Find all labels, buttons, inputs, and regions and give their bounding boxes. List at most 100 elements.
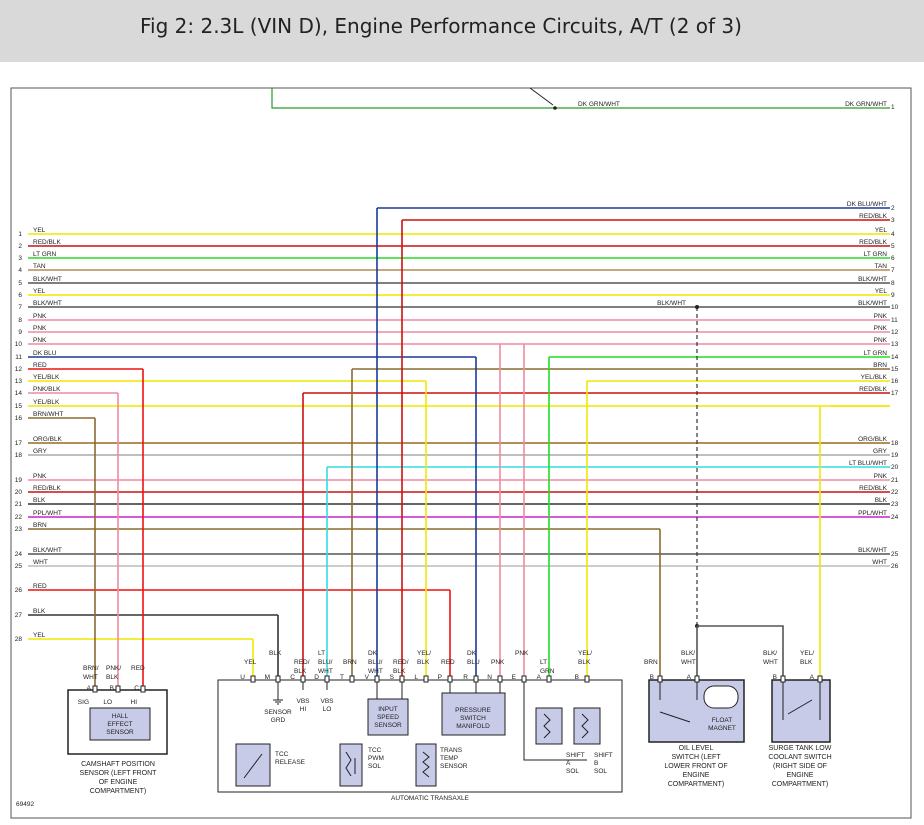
pin-letter: C — [290, 674, 295, 681]
pin-number: 2 — [891, 205, 895, 212]
wire-label: TAN — [874, 263, 887, 270]
pin-label: SIG — [78, 699, 89, 706]
component-caption: ENGINE — [787, 772, 814, 779]
wire-label: BLU/ — [318, 659, 333, 666]
wire-label: YEL — [875, 227, 888, 234]
pin-number: 23 — [891, 501, 899, 508]
pin-number: 15 — [15, 403, 23, 410]
component-caption: LOWER FRONT OF — [664, 763, 727, 770]
wire-label: YEL/ — [578, 650, 592, 657]
wire-label: PNK — [874, 337, 888, 344]
pin-number: 28 — [15, 636, 23, 643]
pin-number: 16 — [15, 415, 23, 422]
component-caption: COMPARTMENT) — [772, 781, 829, 788]
pin-number: 21 — [15, 501, 23, 508]
component-layer: HALLEFFECTSENSORSIGABRN/WHTLOBPNK/BLKHIC… — [16, 650, 832, 808]
wire-label: WHT — [681, 659, 696, 666]
wire-label: BRN/WHT — [33, 411, 63, 418]
wire-label: PNK/ — [106, 665, 121, 672]
wire-label: BRN — [33, 522, 47, 529]
component-caption: OF ENGINE — [99, 779, 138, 786]
pin-letter: E — [512, 674, 517, 681]
component-label: MANIFOLD — [456, 723, 490, 730]
wire-label: DK BLU — [33, 350, 57, 357]
wire-label: YEL/ — [417, 650, 431, 657]
wire-label: WHT — [872, 559, 887, 566]
wire-label: BLK — [578, 659, 591, 666]
component-label: SENSOR — [374, 722, 402, 729]
tcc-pwm-solenoid — [339, 743, 363, 787]
wire-label: WHT — [368, 668, 383, 675]
pin-number: 4 — [891, 231, 895, 238]
float-magnet — [703, 685, 739, 709]
wire-label: PNK — [33, 325, 47, 332]
shift-a-solenoid — [535, 707, 563, 745]
component-label: TCC — [368, 747, 382, 754]
wire-label: DK — [467, 650, 477, 657]
wire-top — [271, 88, 890, 109]
switch-arm — [529, 87, 554, 106]
component-label: LO — [323, 706, 332, 713]
component-caption: SENSOR (LEFT FRONT — [80, 770, 158, 777]
coil — [345, 751, 352, 777]
wire-label: RED — [33, 583, 47, 590]
transaxle-box — [217, 679, 623, 793]
shift-b-solenoid — [573, 707, 601, 745]
pin-letter: S — [390, 674, 395, 681]
wire-label: RED/ — [294, 659, 310, 666]
pin-label: LO — [103, 699, 112, 706]
wire-label: PNK — [874, 313, 888, 320]
connector-pin — [115, 685, 121, 693]
pin-letter: N — [487, 674, 492, 681]
wire-label: RED — [441, 659, 455, 666]
wire-vertical — [697, 625, 784, 676]
pin-label: HI — [131, 699, 138, 706]
pin-letter: M — [265, 674, 270, 681]
pin-number: 19 — [891, 452, 899, 459]
wire-label: ORG/BLK — [33, 436, 63, 443]
connector-pin — [546, 675, 552, 683]
wire-label: BLK — [875, 497, 888, 504]
switch-contact — [787, 699, 813, 715]
wire-label: TAN — [33, 263, 46, 270]
pin-number: 13 — [15, 378, 23, 385]
component-label: SENSOR — [264, 709, 292, 716]
page-border — [10, 87, 912, 819]
component-label: HI — [300, 706, 307, 713]
pin-number: 20 — [891, 464, 899, 471]
wire-label: WHT — [318, 668, 333, 675]
wire-label: YEL — [875, 288, 888, 295]
connector-pin — [521, 675, 527, 683]
wire-label: RED/BLK — [33, 485, 61, 492]
wire-label: BRN — [644, 659, 658, 666]
pin-number: 5 — [891, 243, 895, 250]
pin-letter: R — [463, 674, 468, 681]
pin-letter: V — [365, 674, 370, 681]
wire-label: BLK/WHT — [858, 547, 887, 554]
component-label: MAGNET — [708, 725, 736, 732]
pin-number: 25 — [15, 563, 23, 570]
pin-number: 10 — [891, 304, 899, 311]
wire-label: PNK — [515, 650, 529, 657]
splice-dot — [695, 305, 699, 309]
pin-letter: A — [87, 685, 92, 692]
wire-label: GRY — [873, 448, 888, 455]
pin-number: 8 — [891, 280, 895, 287]
wire-label: BLU — [467, 659, 480, 666]
wire-label: BLK — [800, 659, 813, 666]
wire-label: BLK/WHT — [33, 300, 62, 307]
wire-label: WHT — [83, 674, 98, 681]
component-label: VBS — [320, 698, 334, 705]
pin-letter: D — [314, 674, 319, 681]
pin-number: 1 — [18, 231, 22, 238]
pin-number: 8 — [18, 317, 22, 324]
component-label: A — [566, 760, 571, 767]
wire-label: BLK/WHT — [33, 276, 62, 283]
pin-number: 26 — [15, 587, 23, 594]
pin-number: 4 — [18, 267, 22, 274]
connector-pin — [92, 685, 98, 693]
pin-number: 1 — [891, 104, 895, 111]
component-label: TRANS — [440, 747, 463, 754]
connector-pin — [780, 675, 786, 683]
component-caption: COOLANT SWITCH — [768, 754, 831, 761]
